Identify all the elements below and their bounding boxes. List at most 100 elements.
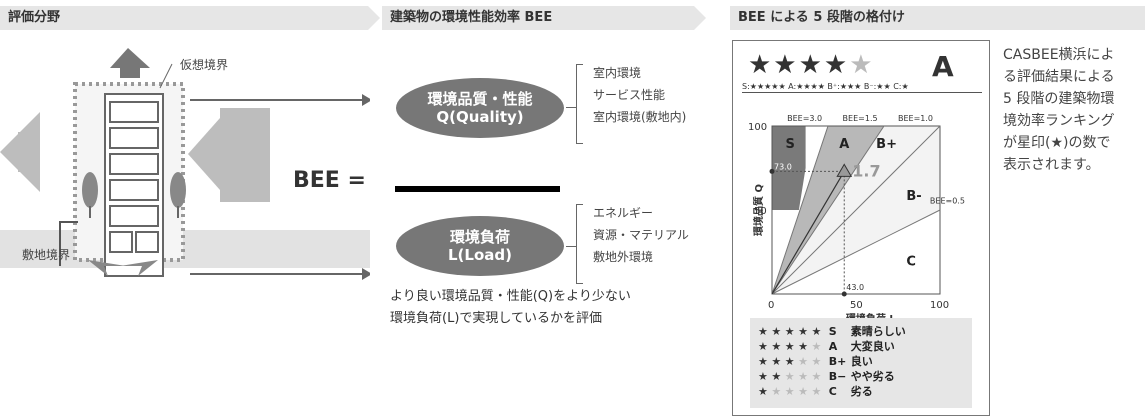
star-icon: ★ — [811, 325, 825, 338]
l-marker — [841, 291, 847, 297]
site-boundary-pointer — [59, 221, 78, 266]
top-stars: ★★★★★ — [748, 50, 875, 80]
quality-items: 室内環境 サービス性能 室内環境(敷地内) — [593, 62, 686, 128]
x-tick-label: 50 — [850, 300, 863, 311]
star-icon: ★ — [798, 355, 812, 368]
bee-line — [771, 209, 941, 295]
star-icon: ★ — [758, 385, 772, 398]
desc-line: 表示されます。 — [1003, 157, 1100, 173]
star-icon: ★ — [784, 355, 799, 368]
right-arrow-head — [188, 118, 220, 190]
star-icon: ★ — [784, 325, 799, 338]
quality-item: 室内環境 — [593, 66, 642, 80]
legend-text: 劣る — [850, 385, 873, 398]
tree-right — [170, 172, 186, 208]
q-marker — [769, 168, 775, 174]
rating-description: CASBEE横浜によ る評価結果による 5 段階の建築物環 境効率ランキング が… — [1003, 44, 1115, 176]
caption-line: より良い環境品質・性能(Q)をより少ない — [390, 289, 631, 304]
bee-line — [771, 125, 829, 295]
desc-line: CASBEE横浜によ — [1003, 47, 1115, 63]
x-tick-label: 0 — [768, 300, 774, 311]
header-label: 建築物の環境性能効率 BEE — [390, 10, 553, 25]
star-icon: ★ — [758, 355, 772, 368]
quality-bracket — [576, 64, 583, 144]
quality-oval: 環境品質・性能 Q(Quality) — [396, 78, 564, 138]
desc-line: 5 段階の建築物環 — [1003, 91, 1115, 107]
region-label-b-minus: B- — [906, 189, 921, 204]
y-tick-label: 100 — [748, 122, 767, 133]
header-label: 評価分野 — [8, 10, 61, 25]
bee-line-label: BEE=1.5 — [843, 114, 878, 123]
legend-grade: A — [828, 340, 838, 353]
star-icon: ★ — [784, 340, 799, 353]
header-evaluation-field: 評価分野 — [0, 6, 380, 30]
legend-text: やや劣る — [850, 370, 895, 383]
legend-grade: C — [828, 385, 837, 398]
legend-grade: S — [828, 325, 837, 338]
desc-line: が星印(★)の数で — [1003, 135, 1111, 151]
star-icon: ★ — [771, 370, 785, 383]
bee-line — [771, 125, 941, 295]
y-tick-label: 50 — [754, 206, 767, 217]
star-icon: ★ — [798, 325, 812, 338]
legend-text: 良い — [850, 355, 873, 368]
result-point — [836, 163, 853, 177]
l-value-label: 43.0 — [846, 283, 864, 292]
top-grade: A — [932, 50, 954, 83]
legend-text: 素晴らしい — [850, 325, 906, 338]
star-icon: ★ — [771, 385, 785, 398]
quality-item: サービス性能 — [593, 88, 666, 102]
x-tick-label: 100 — [930, 300, 949, 311]
bee-line-label: BEE=0.5 — [930, 196, 965, 205]
load-bracket — [576, 204, 583, 284]
header-rating: BEE による 5 段階の格付け — [730, 6, 1145, 30]
star-icon: ★ — [811, 385, 825, 398]
quality-connector — [566, 107, 576, 108]
q-value-label: 73.0 — [774, 162, 792, 171]
load-items: エネルギー 資源・マテリアル 敷地外環境 — [593, 202, 689, 268]
star-icon: ★ — [798, 340, 812, 353]
star-icon: ★ — [811, 370, 825, 383]
load-item: 敷地外環境 — [593, 250, 654, 264]
legend-grade: B+ — [828, 355, 847, 368]
quality-title: 環境品質・性能 — [427, 90, 533, 108]
legend-row: ★ ★ ★ ★ ★ B+良い — [758, 354, 964, 369]
legend-row: ★ ★ ★ ★ ★ B−やや劣る — [758, 369, 964, 384]
region-label-c: C — [906, 254, 916, 269]
quality-subtitle: Q(Quality) — [436, 108, 524, 126]
star-icon: ★ — [758, 370, 772, 383]
star-icon: ★ — [784, 385, 799, 398]
star-icon: ★ — [811, 340, 825, 353]
load-connector — [566, 246, 576, 247]
star-icon: ★ — [758, 325, 772, 338]
load-item: 資源・マテリアル — [593, 228, 689, 242]
bee-value-label: 1.7 — [852, 161, 880, 180]
legend-grade: B− — [828, 370, 847, 383]
star-icon: ★ — [758, 340, 772, 353]
site-boundary-label: 敷地境界 — [22, 248, 71, 262]
load-item: エネルギー — [593, 206, 654, 220]
bee-line-label: BEE=3.0 — [787, 114, 822, 123]
region-label-a: A — [839, 137, 849, 152]
load-oval: 環境負荷 L(Load) — [396, 216, 564, 276]
tree-left — [82, 172, 98, 208]
desc-line: 境効率ランキング — [1003, 113, 1115, 129]
bee-line-label: BEE=1.0 — [898, 114, 933, 123]
bee-line — [771, 125, 885, 295]
star-icon: ★ — [771, 355, 785, 368]
point-bee-line — [771, 171, 845, 295]
building-diagram — [0, 48, 370, 280]
star-icon: ★ — [784, 370, 799, 383]
header-label: BEE による 5 段階の格付け — [738, 10, 905, 25]
building — [104, 93, 164, 277]
region-label-s: S — [785, 137, 794, 152]
scale-text: S:★★★★★ A:★★★★ B⁺:★★★ B⁻:★★ C:★ — [742, 82, 909, 91]
caption-line: 環境負荷(L)で実現しているかを評価 — [390, 311, 602, 326]
bee-equals: BEE = — [293, 168, 366, 193]
fraction-bar — [395, 186, 560, 192]
